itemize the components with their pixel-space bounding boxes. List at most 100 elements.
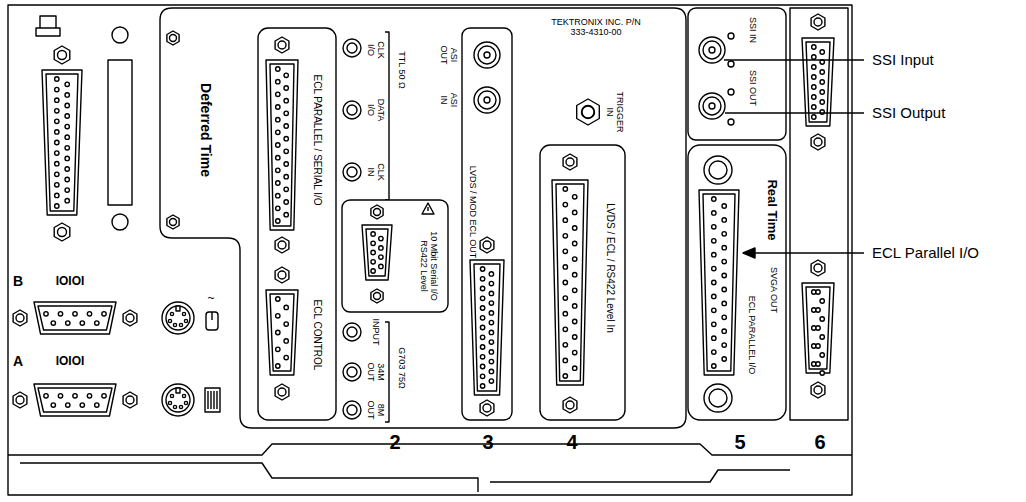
dsub-pin [95, 321, 99, 325]
din-pin [182, 394, 185, 397]
dsub-pin [812, 85, 816, 89]
dsub-pin [712, 364, 716, 368]
dsub-pin [816, 308, 820, 312]
dsub-pin [722, 232, 726, 236]
dsub-pin [820, 70, 824, 74]
bnc-pin [484, 97, 490, 103]
dsub-pin [820, 317, 824, 321]
screw-hex [275, 237, 289, 253]
base-step [8, 444, 852, 455]
screw-hole [16, 314, 24, 322]
dsub-pin [80, 321, 84, 325]
screw-hole [126, 314, 134, 322]
thumb-screw [704, 384, 732, 412]
dsub-pin [65, 124, 69, 128]
dsub-pin [722, 218, 726, 222]
dsub-pin [820, 100, 824, 104]
dsub-pin [489, 369, 493, 373]
dsub-pin [276, 194, 280, 198]
text-label: Real Time [765, 179, 779, 240]
dsub-pin [44, 312, 48, 316]
screw-hole [814, 138, 822, 146]
dsub-inner [806, 287, 830, 369]
card2-panel [258, 28, 336, 420]
dsub-pin [480, 286, 484, 290]
dsub-pin [284, 200, 288, 204]
dsub-pin [284, 339, 288, 343]
dsub-pin [489, 330, 493, 334]
dsub-pin [371, 250, 375, 254]
dsub-pin [284, 305, 288, 309]
screw-hole [278, 41, 286, 49]
dsub-pin [712, 225, 716, 229]
dsub-pin [480, 364, 484, 368]
small-screw [728, 119, 734, 125]
dsub-pin [65, 103, 69, 107]
dsub-pin [66, 321, 70, 325]
dsub-pin [276, 181, 280, 185]
dsub-pin [712, 308, 716, 312]
dsub-pin [573, 195, 577, 199]
text-label: 5 [734, 431, 745, 453]
dsub-pin [812, 45, 816, 49]
text-label: IOIOI [56, 275, 85, 288]
dsub-pin [65, 156, 69, 160]
warning-mark [427, 207, 428, 211]
dsub-pin [820, 335, 824, 339]
dsub-pin [712, 350, 716, 354]
text-label: ECL CONTROL [312, 300, 323, 371]
screw-hole [374, 209, 381, 216]
dsub-pin [58, 312, 62, 316]
screw-hex [563, 154, 577, 170]
text-label: SSI IN [747, 17, 757, 43]
dsub-pin [563, 202, 567, 206]
din-pin [179, 323, 182, 326]
screw-hex [811, 382, 825, 398]
dsub-pin [712, 280, 716, 284]
leader-line [752, 252, 864, 253]
dsub-pin [722, 343, 726, 347]
dsub-pin [812, 105, 816, 109]
text-label: SSI Output [872, 105, 945, 122]
screw-hex [123, 392, 137, 408]
dsub-pin [379, 246, 383, 250]
dsub-pin [816, 362, 820, 366]
dsub-pin [276, 80, 280, 84]
mouse-icon [206, 312, 218, 330]
dsub-pin [820, 90, 824, 94]
keyboard-icon [205, 388, 220, 412]
screw-hex [13, 310, 27, 326]
dsub-pin [480, 355, 484, 359]
dsub-shell [266, 290, 298, 375]
text-label: 3 [482, 431, 493, 453]
dsub-pin [563, 265, 567, 269]
din-key [176, 306, 180, 311]
din-pin [170, 394, 173, 397]
dsub-pin [722, 246, 726, 250]
text-label: TTL 50 Ω [396, 51, 406, 88]
text-label: SSI Input [872, 52, 934, 69]
dsub-inner [38, 388, 112, 412]
dsub-pin [812, 95, 816, 99]
text-label: ECL PARALLEL / SERIAL I/O [312, 75, 323, 206]
dsub-pin [284, 213, 288, 217]
dsub-pin [722, 357, 726, 361]
dsub-pin [66, 403, 70, 407]
dsub-pin [95, 403, 99, 407]
bracket [385, 32, 389, 200]
screw-hex [811, 260, 825, 276]
screw-hole [814, 18, 822, 26]
dsub-pin [276, 206, 280, 210]
smb-inner [347, 167, 357, 177]
dsub-pin [80, 403, 84, 407]
keyboard-key [216, 391, 217, 409]
screw-hex [577, 99, 600, 125]
text-label: A [13, 354, 23, 369]
dsub-pin [276, 143, 280, 147]
dsub-pin [489, 379, 493, 383]
dsub-pin [284, 175, 288, 179]
smb-inner [347, 405, 357, 415]
dsub-pin [480, 296, 484, 300]
dsub-pin [722, 287, 726, 291]
dsub-pin [371, 269, 375, 273]
